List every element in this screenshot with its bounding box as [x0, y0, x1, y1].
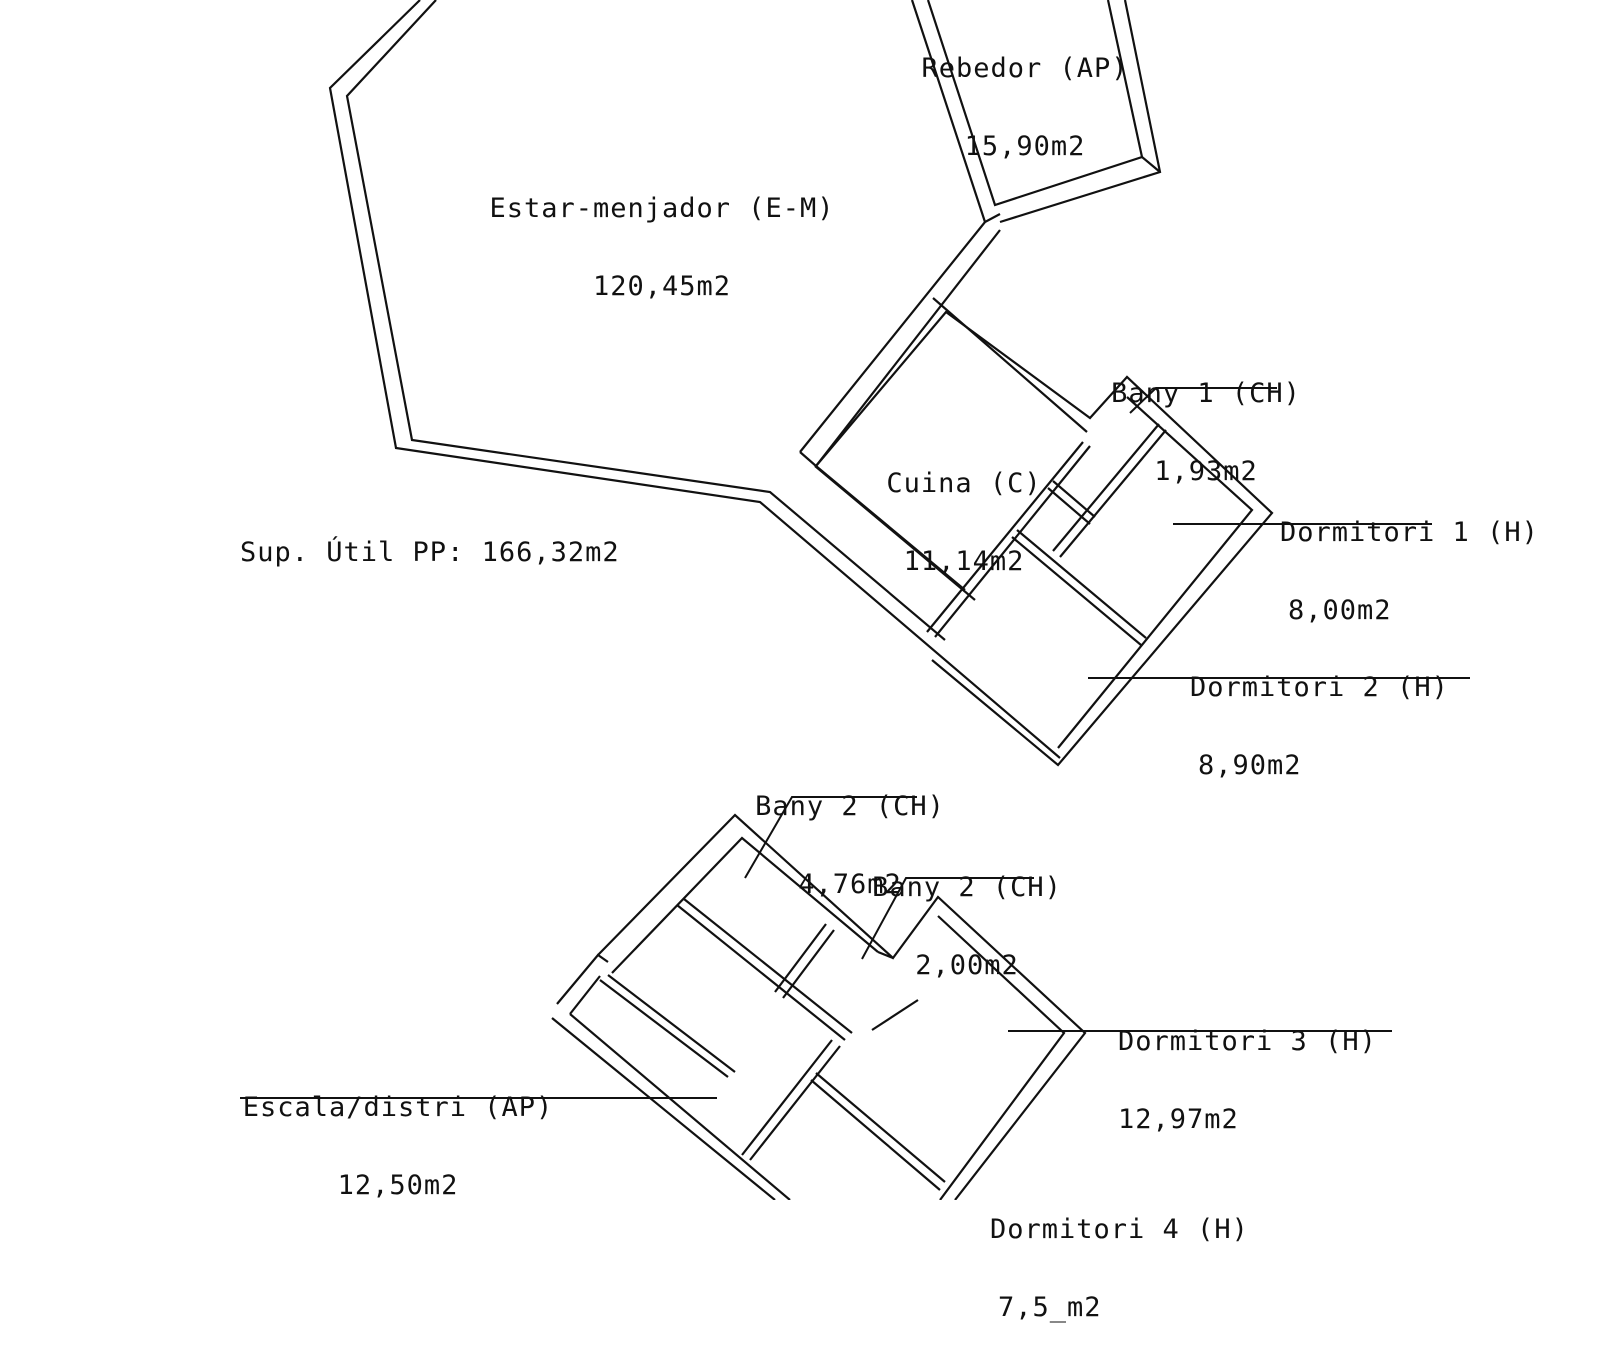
room-label-estar-menjador: Estar-menjador (E-M) 120,45m2: [462, 144, 862, 326]
room-label-bany-1: Bany 1 (CH) 1,93m2: [1106, 329, 1306, 511]
room-name: Cuina (C): [886, 468, 1042, 499]
room-name: Dormitori 2 (H): [1190, 672, 1449, 703]
room-area: 8,90m2: [1198, 750, 1302, 781]
room-label-dormitori-2: Dormitori 2 (H) 8,90m2: [1190, 623, 1450, 805]
total-usable-area: Sup. Útil PP: 166,32m2: [240, 537, 620, 568]
room-area: 7,5_m2: [998, 1292, 1102, 1323]
room-area: 11,14m2: [903, 546, 1025, 577]
room-area: 8,00m2: [1288, 595, 1392, 626]
room-name: Dormitori 1 (H): [1280, 517, 1539, 548]
room-label-cuina: Cuina (C) 11,14m2: [874, 419, 1054, 601]
room-name: Dormitori 4 (H): [990, 1214, 1249, 1245]
room-label-dormitori-3: Dormitori 3 (H) 12,97m2: [1118, 977, 1388, 1159]
room-name: Rebedor (AP): [921, 53, 1129, 84]
room-label-bany-2b: Bany 2 (CH) 2,00m2: [867, 823, 1067, 1005]
room-name: Estar-menjador (E-M): [489, 193, 835, 224]
room-name: Escala/distri (AP): [242, 1092, 554, 1123]
room-name: Bany 2 (CH): [872, 872, 1062, 903]
room-name: Bany 1 (CH): [1111, 378, 1301, 409]
room-label-bany-2a: Bany 2 (CH) 4,76m2: [750, 742, 950, 924]
wall-rebedor: [910, 0, 1162, 224]
room-area: 120,45m2: [592, 271, 732, 302]
leader-lines: [240, 387, 1470, 1099]
room-label-dormitori-1: Dormitori 1 (H) 8,00m2: [1280, 468, 1540, 650]
room-area: 1,93m2: [1154, 456, 1258, 487]
room-name: Bany 2 (CH): [755, 791, 945, 822]
room-area: 4,76m2: [798, 869, 902, 900]
wall-cuina-block: [799, 297, 1274, 767]
room-area: 2,00m2: [915, 950, 1019, 981]
room-area: 15,90m2: [964, 131, 1086, 162]
room-label-escala-distri: Escala/distri (AP) 12,50m2: [238, 1043, 558, 1225]
room-label-dormitori-4: Dormitori 4 (H) 7,5_m2: [990, 1165, 1260, 1347]
room-name: Dormitori 3 (H): [1118, 1026, 1377, 1057]
room-area: 12,97m2: [1118, 1104, 1239, 1135]
floor-plan-drawing: [240, 0, 1470, 1200]
room-area: 12,50m2: [337, 1170, 459, 1201]
room-label-rebedor: Rebedor (AP) 15,90m2: [905, 4, 1145, 186]
wall-lower-block: [551, 813, 1087, 1200]
